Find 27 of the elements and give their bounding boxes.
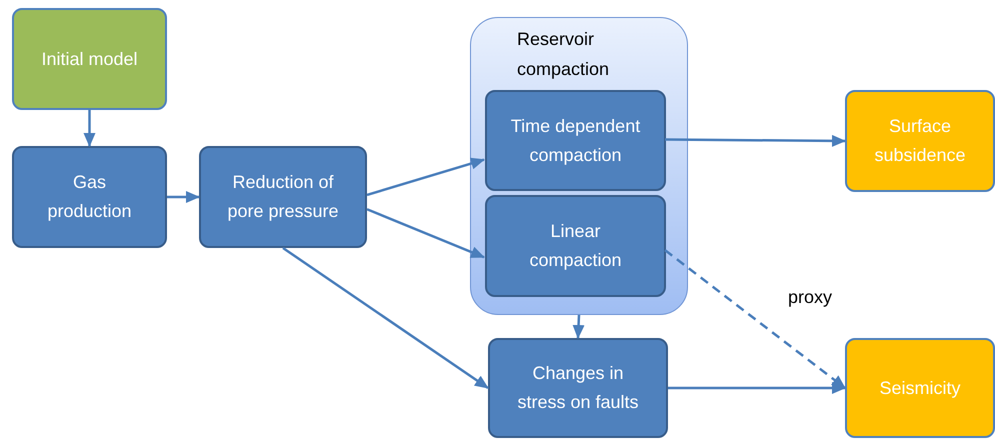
outcome-box [845, 338, 995, 438]
arrow [572, 314, 585, 339]
outcome-box [845, 90, 995, 192]
process-box [12, 146, 167, 248]
arrow [84, 110, 96, 147]
node-label: Surface subsidence [873, 115, 967, 167]
node-label: Seismicity [878, 376, 962, 400]
node-label: Linear compaction [528, 220, 623, 272]
process-box [485, 90, 666, 191]
node-label: Gas production [46, 171, 133, 223]
process-box [485, 195, 666, 297]
process-box [199, 146, 367, 248]
start-box [12, 8, 167, 110]
arrow [668, 382, 846, 394]
group-panel [470, 17, 688, 315]
node-label: Changes in stress on faults [516, 362, 640, 414]
node-label: Reduction of pore pressure [226, 171, 340, 223]
arrow [366, 158, 485, 196]
arrow [167, 191, 200, 203]
arrow [282, 246, 489, 390]
node-label: Reservoir compaction [517, 28, 610, 81]
dashed-arrow [664, 249, 846, 389]
node-label: Time dependent compaction [510, 114, 642, 167]
node-label: Initial model [40, 48, 139, 70]
arrow [665, 134, 846, 147]
arrow [366, 208, 485, 258]
process-box [488, 338, 668, 438]
